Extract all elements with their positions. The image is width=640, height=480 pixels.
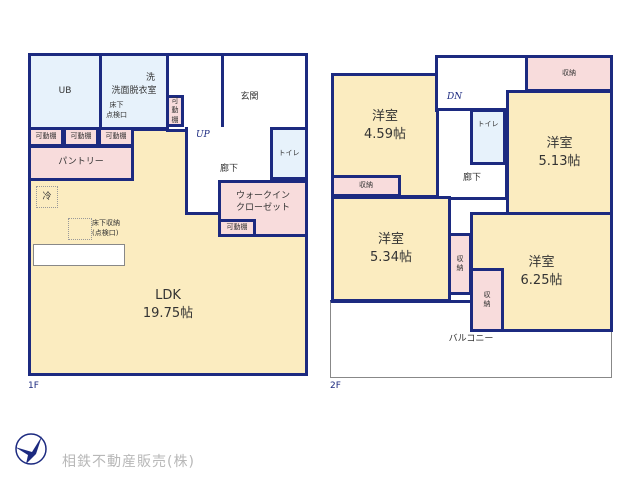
room-5-13: 洋室 5.13帖 xyxy=(506,90,613,215)
under-floor-hatch xyxy=(68,218,92,240)
fridge-space: 冷 xyxy=(36,186,58,208)
toilet-2f: トイレ xyxy=(470,109,506,165)
floor-label-1f: 1F xyxy=(28,381,39,391)
storage-room-c: 収 納 xyxy=(448,233,472,295)
toilet-1f: トイレ xyxy=(270,127,308,180)
washer-mark: 洗 xyxy=(146,73,156,83)
shelf-3: 可動棚 xyxy=(98,127,134,147)
storage-top: 収納 xyxy=(525,55,613,92)
storage-room-a: 収納 xyxy=(331,175,401,197)
shelf-2: 可動棚 xyxy=(63,127,99,147)
up-label: UP xyxy=(196,130,210,140)
shelf-1: 可動棚 xyxy=(28,127,64,147)
unit-bath: UB xyxy=(28,53,102,130)
room-5-34: 洋室 5.34帖 xyxy=(331,196,451,302)
kitchen-counter xyxy=(33,244,125,266)
entrance: 玄関 xyxy=(221,53,308,130)
floor-label-2f: 2F xyxy=(330,381,341,391)
washroom: 洗面脱衣室 xyxy=(99,53,169,130)
pantry: パントリー xyxy=(28,145,134,181)
storage-room-d: 収 納 xyxy=(470,268,504,332)
shelf-vertical: 可 動 棚 xyxy=(166,95,184,127)
company-name: 相鉄不動産販売(株) xyxy=(62,454,195,470)
shelf-wic: 可動棚 xyxy=(218,219,256,237)
under-floor-check: 床下 点検口 xyxy=(106,101,127,119)
dn-label: DN xyxy=(447,92,463,102)
company-bird-logo-icon xyxy=(15,433,47,465)
under-floor-storage: 床下収納 (点検口) xyxy=(92,219,120,237)
